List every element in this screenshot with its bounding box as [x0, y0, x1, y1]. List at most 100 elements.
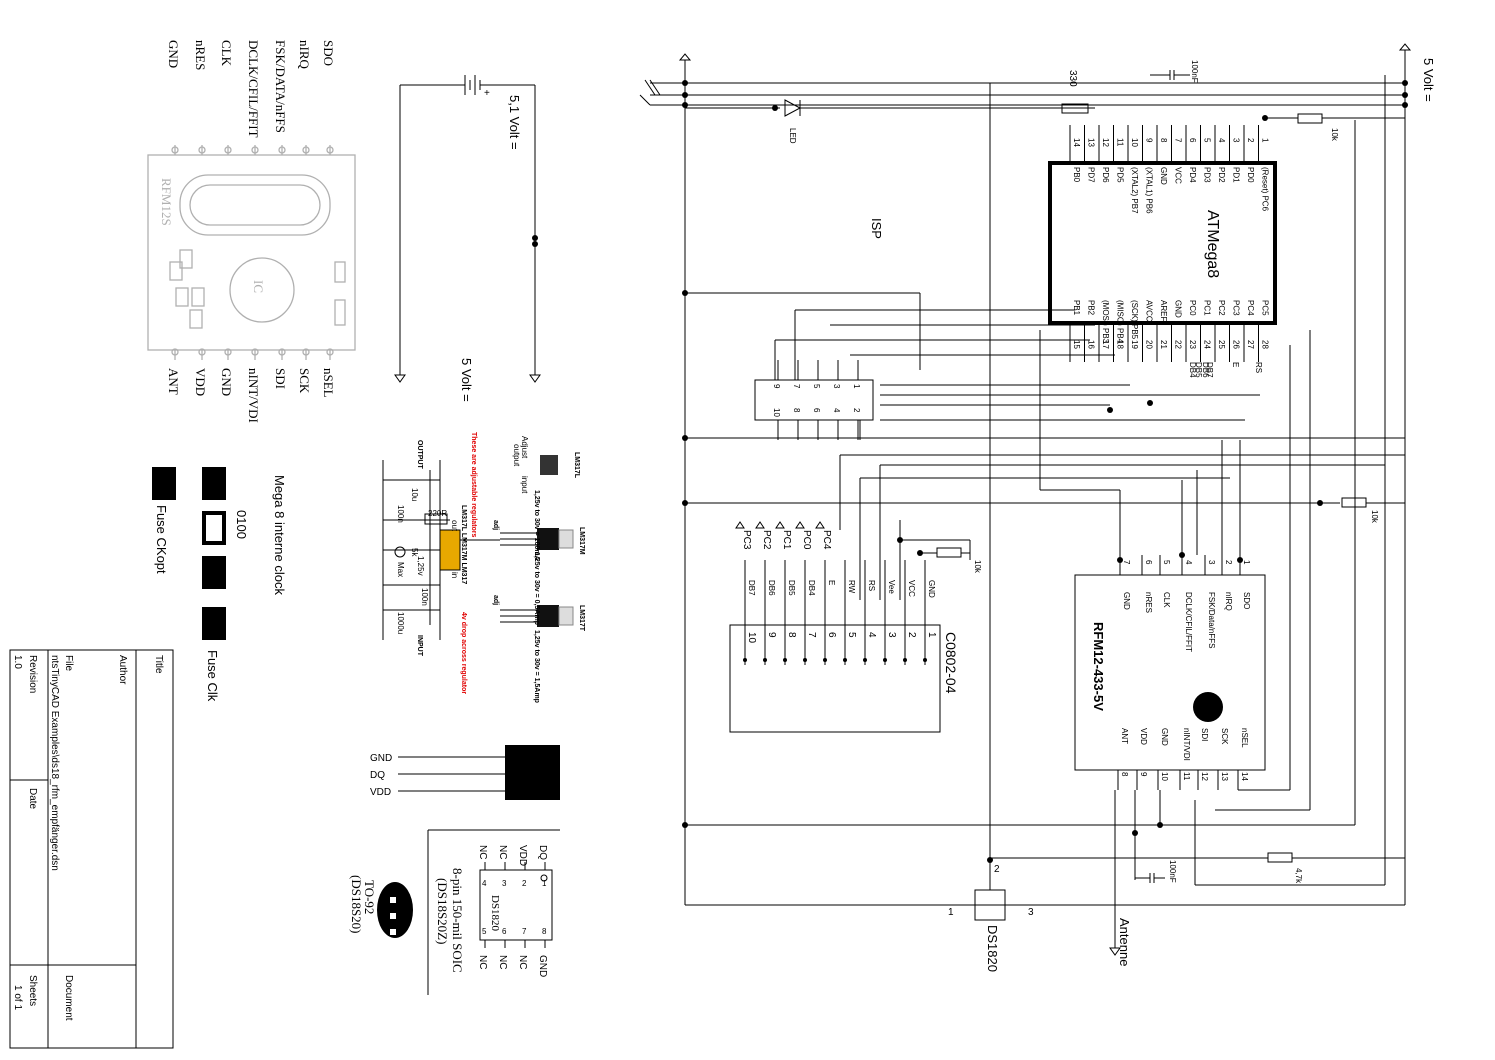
mcu-bottom-pin-signal: PC3 — [1232, 300, 1241, 316]
soic-pin-number: 7 — [522, 927, 527, 936]
ds-brand: DALLAS — [538, 750, 548, 787]
rfm12-bottom-pin-signal: SDI — [1200, 728, 1209, 741]
battery-voltage-label: 5,1 Volt = — [507, 95, 522, 150]
soic-package: DS1820 8-pin 150-mil SOIC (DS18S20Z) DQD… — [349, 829, 560, 995]
mcu-top-pin-number: 2 — [1246, 138, 1255, 143]
lcd-port-label: PC3 — [741, 530, 752, 550]
rfm-bottom-pin-label: ANT — [166, 368, 181, 395]
rfm12-bottom-pin-signal: ANT — [1120, 728, 1129, 744]
soic-chip — [479, 869, 553, 941]
rfm12-top-pin-signal: FSK/Data/nFFS — [1207, 592, 1216, 648]
ds1820-pin3: 3 — [1028, 907, 1034, 918]
rfm-top-pin-label: FSK/DATA/nFFS — [273, 40, 288, 133]
rfm12-bottom-pin-signal: nINT/VDI — [1182, 728, 1191, 761]
rfm12-bottom-pin-signal: GND — [1160, 728, 1169, 746]
c100nf-top-label: 100nF — [1190, 60, 1199, 83]
mcu-bottom-pin-signal: (SCK) PB5 — [1130, 300, 1139, 340]
mcu-bottom-pin-number: 28 — [1261, 340, 1270, 349]
mcu-top-pin-signal: (XTAL1) PB6 — [1145, 167, 1154, 214]
rfm12-top-pin-number: 3 — [1207, 560, 1216, 565]
rfm12-top-pin-signal: GND — [1122, 592, 1131, 610]
rfm-bottom-pin-label: SDI — [273, 368, 288, 389]
rfm12-top-pin-number: 6 — [1144, 560, 1153, 565]
isp-pin-number: 7 — [792, 384, 801, 389]
soic-left-pin: DQ — [537, 845, 548, 860]
fuse-bit-set — [202, 467, 226, 500]
rfm12-top-pin-signal: CLK — [1162, 592, 1171, 608]
rfm12-dot — [1193, 692, 1223, 722]
soic-right-pin: NC — [477, 955, 488, 969]
lm317l-spec: 1,25v to 30v = 100mA — [533, 490, 540, 561]
lm317l-output: output — [512, 444, 521, 467]
mcu-bottom-pin-signal: PC5 — [1261, 300, 1270, 316]
mcu-top-pin-signal: PD5 — [1116, 167, 1125, 183]
file-label: File — [63, 655, 74, 672]
ground-symbol — [678, 53, 692, 61]
mcu-bottom-pin-number: 27 — [1246, 340, 1255, 349]
mcu-bottom-pin-number: 16 — [1087, 340, 1096, 349]
mcu-bottom-pin-signal: GND — [1174, 300, 1183, 318]
supply-output-label: 5 Volt = — [459, 358, 474, 402]
vcc-symbol — [1398, 43, 1412, 51]
soic-subtitle: (DS18S20Z) — [435, 878, 450, 944]
mcu-top-pin-signal: PD2 — [1217, 167, 1226, 183]
soic-right-pin: NC — [497, 955, 508, 969]
rfm-top-pin-label: GND — [166, 40, 181, 68]
date-label: Date — [27, 788, 38, 810]
battery-plus: + — [484, 88, 490, 99]
lcd-pin-number: 3 — [886, 632, 897, 638]
mcu-bottom-pin-signal: PC4 — [1246, 300, 1255, 316]
lcd-pin-name: E — [827, 580, 836, 585]
title-label: Title — [153, 655, 164, 674]
rfm-top-pin-label: SDO — [321, 40, 336, 66]
isp-pin-number: 10 — [772, 408, 781, 417]
mcu-top-pin-number: 9 — [1145, 138, 1154, 143]
mcu-top-pin-number: 4 — [1217, 138, 1226, 143]
main-wiring: LED 330 100nF 5 Volt = 10k ISP 10k — [639, 43, 1436, 972]
mcu-top-pin-signal: (XTAL2) PB7 — [1130, 167, 1139, 214]
lcd-pin-name: DB7 — [747, 580, 756, 596]
soic-title: 8-pin 150-mil SOIC — [450, 868, 465, 973]
mcu-bottom-pin-number: 18 — [1116, 340, 1125, 349]
lm317t-spec: 1,25v to 30v = 1,5Amp — [533, 630, 540, 703]
r330-label: 330 — [1067, 70, 1078, 87]
reg-part-label: LM317L LM317M LM317 — [460, 505, 467, 584]
mcu-bottom-pin-signal: PB1 — [1072, 300, 1081, 316]
mcu-bottom-pin-signal: PB2 — [1087, 300, 1096, 316]
lcd-c0802: C0802-04 10DB79DB68DB57DB46E5RW4RS3Vee2V… — [729, 521, 959, 733]
soic-pin-number: 6 — [502, 927, 507, 936]
mcu-bottom-pin-number: 26 — [1232, 340, 1241, 349]
potentiometer-10k — [936, 547, 962, 558]
ds-pin-label: VDD — [370, 787, 391, 798]
isp-pin-number: 8 — [792, 408, 801, 413]
ds-model: DS1820 — [528, 750, 538, 783]
rfm12-bottom-pin-number: 13 — [1220, 772, 1229, 781]
title-block: Title Author File ntsTinyCAD Examples\ds… — [9, 649, 174, 1049]
reg-note-dropout: 4v drop across regulator — [460, 612, 467, 694]
lcd-pin-number: 9 — [766, 632, 777, 638]
isp-header-body — [754, 379, 874, 421]
reg-c100n-a: 100n — [396, 505, 405, 523]
rfm12-bottom-pin-number: 8 — [1120, 772, 1129, 777]
mcu-bottom-pin-signal: (MISO) PB4 — [1116, 300, 1125, 344]
antenna-label: Antenne — [1117, 918, 1132, 966]
mcu-net-label: DB5 — [1194, 362, 1203, 378]
rfm12s-label: RFM12S — [159, 178, 174, 226]
lm317l-label: LM317L — [573, 452, 580, 479]
rfm12-symbol: RFM12-433-5V 7GND6nRES5CLK4DCLK/CFIL/FFI… — [1074, 555, 1266, 790]
svg-text:2: 2 — [400, 911, 405, 920]
rfm12-bottom-pin-number: 12 — [1200, 772, 1209, 781]
rfm12-top-pin-signal: SDO — [1242, 592, 1251, 609]
fuse-bit-set — [152, 467, 176, 500]
resistor-10k-top — [1297, 113, 1323, 124]
ground-symbol — [529, 374, 541, 383]
file-value: ntsTinyCAD Examples\ds18_rfm_empfänger.d… — [49, 655, 60, 871]
reg-in: in — [450, 572, 459, 578]
isp-pin-number: 1 — [852, 384, 861, 389]
lcd-pin-number: 2 — [906, 632, 917, 638]
lm317m-label: LM317M — [578, 527, 585, 555]
mcu-top-pin-signal: VCC — [1174, 167, 1183, 184]
lcd-pin-name: GND — [927, 580, 936, 598]
ds1820-pin1: 1 — [948, 907, 954, 918]
